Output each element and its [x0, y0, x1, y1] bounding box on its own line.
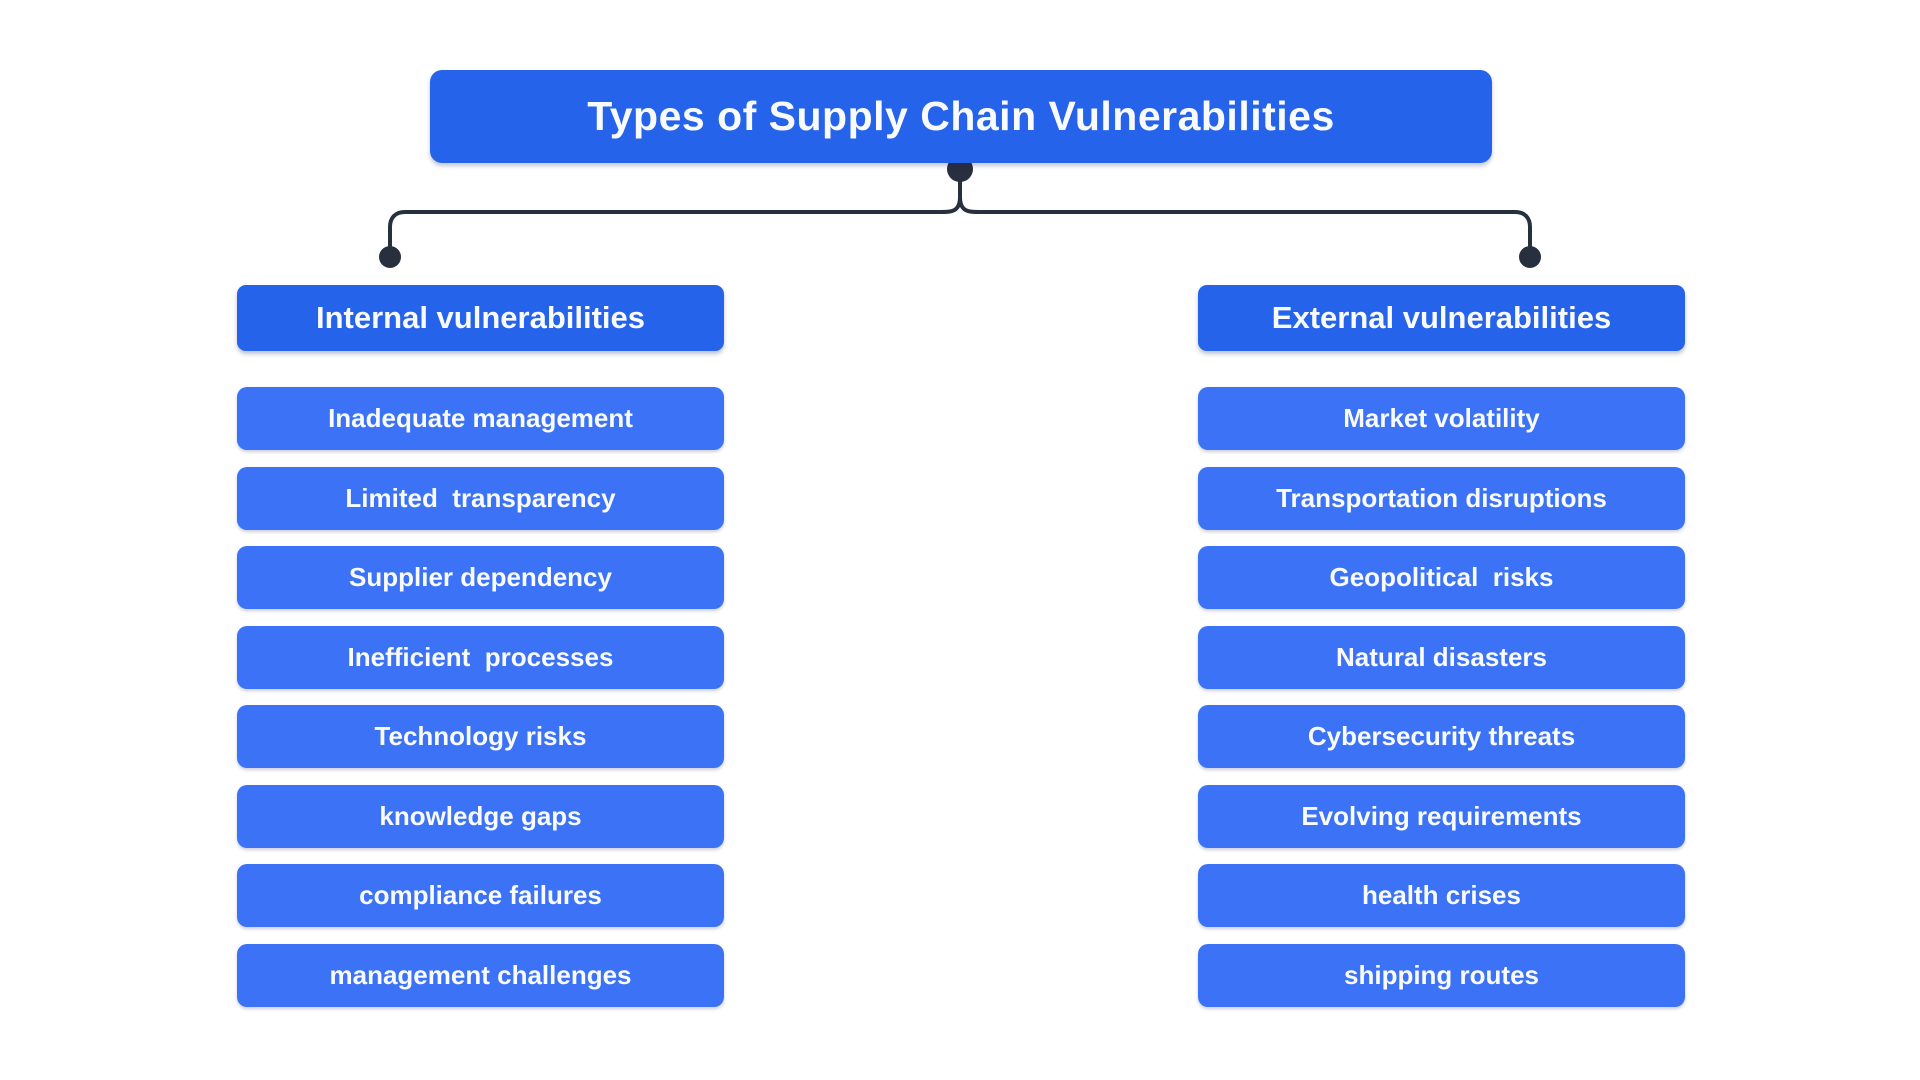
connector-branch-right — [958, 195, 1532, 249]
vulnerability-item: Natural disasters — [1198, 625, 1685, 689]
vulnerability-item: Limited transparency — [237, 466, 724, 530]
diagram-title: Types of Supply Chain Vulnerabilities — [430, 70, 1492, 163]
vulnerability-item-label: management challenges — [329, 959, 632, 990]
branch-items-internal: Inadequate management Limited transparen… — [237, 387, 724, 1007]
vulnerability-item: Inadequate management — [237, 387, 724, 450]
connector-branch-left — [388, 195, 962, 249]
branch-header-label: Internal vulnerabilities — [315, 300, 646, 335]
vulnerability-item-label: Transportation disruptions — [1276, 482, 1607, 513]
branch-header-external: External vulnerabilities — [1198, 285, 1685, 351]
vulnerability-item: Inefficient processes — [237, 625, 724, 689]
vulnerability-item-label: Inadequate management — [328, 403, 633, 433]
vulnerability-item-label: compliance failures — [359, 880, 602, 910]
vulnerability-item-label: Natural disasters — [1336, 641, 1547, 672]
vulnerability-item: Supplier dependency — [237, 546, 724, 609]
vulnerability-item-label: Evolving requirements — [1301, 800, 1582, 831]
vulnerability-item: knowledge gaps — [237, 784, 724, 848]
diagram-title-label: Types of Supply Chain Vulnerabilities — [587, 93, 1335, 139]
vulnerability-item-label: shipping routes — [1344, 959, 1539, 990]
vulnerability-item: Transportation disruptions — [1198, 466, 1685, 530]
vulnerability-item: management challenges — [237, 943, 724, 1007]
vulnerability-item: Geopolitical risks — [1198, 546, 1685, 609]
vulnerability-item-label: health crises — [1362, 880, 1521, 910]
vulnerability-item: health crises — [1198, 864, 1685, 927]
vulnerability-item-label: knowledge gaps — [379, 800, 582, 831]
vulnerability-item: Technology risks — [237, 705, 724, 768]
vulnerability-item: Cybersecurity threats — [1198, 705, 1685, 768]
branch-internal: Internal vulnerabilities Inadequate mana… — [237, 285, 724, 1007]
branch-header-label: External vulnerabilities — [1271, 300, 1612, 335]
connector-dot-right — [1519, 246, 1541, 268]
branch-items-external: Market volatility Transportation disrupt… — [1198, 387, 1685, 1007]
branch-header-internal: Internal vulnerabilities — [237, 285, 724, 351]
vulnerability-item-label: Market volatility — [1343, 403, 1540, 433]
connector-dot-left — [379, 246, 401, 268]
vulnerability-item-label: Supplier dependency — [349, 562, 612, 592]
vulnerability-item: shipping routes — [1198, 943, 1685, 1007]
vulnerability-item-label: Inefficient processes — [347, 641, 614, 672]
vulnerability-item-label: Cybersecurity threats — [1307, 721, 1576, 751]
vulnerability-item: Market volatility — [1198, 387, 1685, 450]
vulnerability-item-label: Limited transparency — [345, 482, 616, 513]
vulnerability-item-label: Geopolitical risks — [1329, 562, 1554, 592]
vulnerability-item-label: Technology risks — [374, 721, 587, 751]
branch-external: External vulnerabilities Market volatili… — [1198, 285, 1685, 1007]
vulnerability-item: Evolving requirements — [1198, 784, 1685, 848]
vulnerability-item: compliance failures — [237, 864, 724, 927]
